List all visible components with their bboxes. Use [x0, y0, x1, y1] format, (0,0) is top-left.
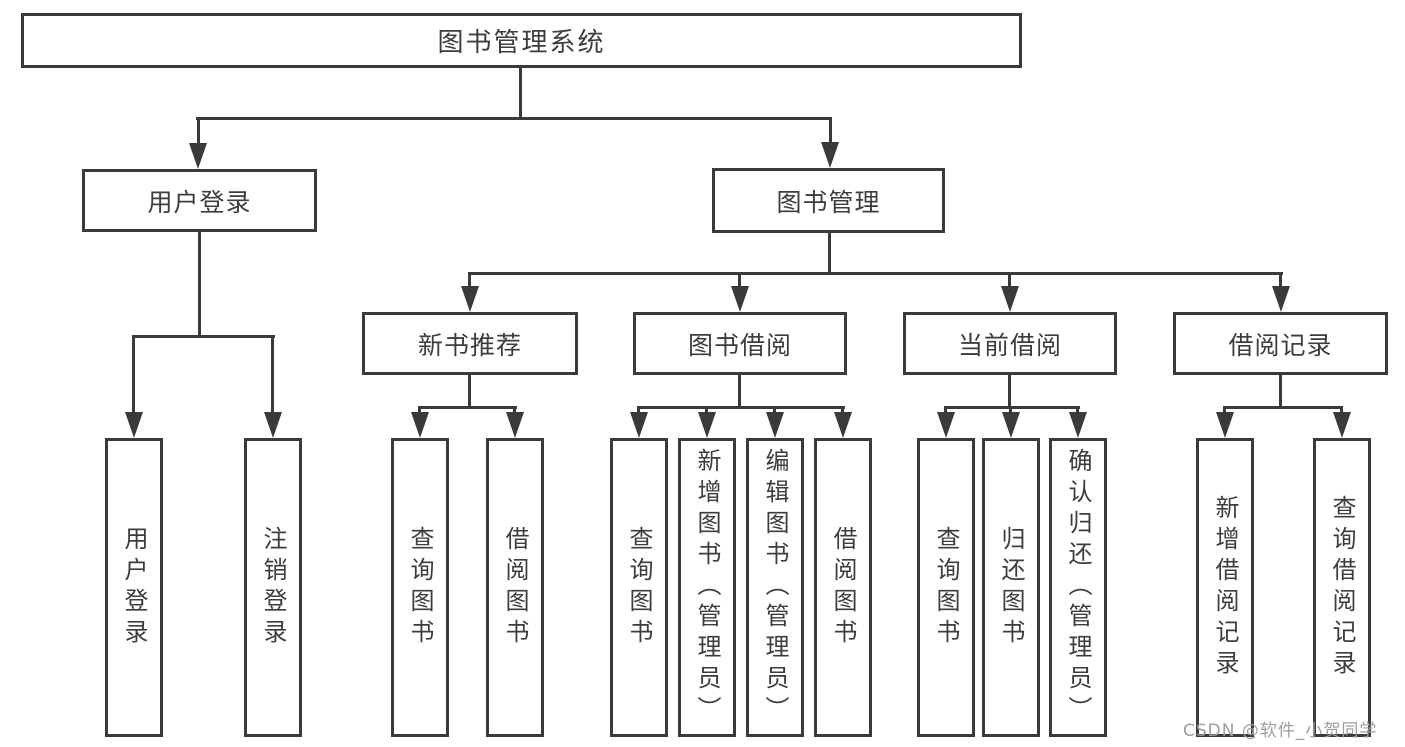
connector-line: [1008, 275, 1011, 288]
arrowhead-down-icon: [766, 412, 784, 438]
arrowhead-down-icon: [189, 143, 207, 169]
arrowhead-down-icon: [411, 412, 429, 438]
node-borrow-books-borrowing: 借阅图书: [814, 438, 872, 737]
arrowhead-down-icon: [125, 412, 143, 438]
node-query-books-borrowing: 查询图书: [610, 438, 668, 737]
node-library-system: 图书管理系统: [21, 13, 1022, 68]
connector-line: [468, 375, 471, 409]
connector-line: [1223, 406, 1343, 409]
arrowhead-down-icon: [698, 412, 716, 438]
node-book-borrowing: 图书借阅: [633, 312, 847, 375]
connector-line: [468, 272, 1283, 275]
connector-line: [1279, 275, 1282, 288]
node-query-borrow-record: 查询借阅记录: [1313, 438, 1371, 737]
node-new-book-recommend: 新书推荐: [362, 312, 578, 375]
arrowhead-down-icon: [937, 412, 955, 438]
arrowhead-down-icon: [264, 412, 282, 438]
arrowhead-down-icon: [731, 286, 749, 312]
arrowhead-down-icon: [461, 286, 479, 312]
connector-line: [132, 338, 135, 414]
connector-line: [196, 117, 832, 120]
node-current-borrowing: 当前借阅: [903, 312, 1117, 375]
arrowhead-down-icon: [1069, 412, 1087, 438]
connector-line: [1008, 375, 1011, 409]
arrowhead-down-icon: [1333, 412, 1351, 438]
connector-line: [418, 406, 517, 409]
connector-line: [829, 117, 832, 146]
node-logout: 注销登录: [244, 438, 302, 737]
connector-line: [738, 275, 741, 288]
connector-line: [132, 335, 275, 338]
arrowhead-down-icon: [1272, 286, 1290, 312]
node-query-books-recommend: 查询图书: [391, 438, 449, 737]
node-book-management: 图书管理: [712, 168, 945, 233]
arrowhead-down-icon: [821, 142, 839, 168]
connector-line: [828, 233, 831, 275]
watermark: CSDN @软件_小贺同学: [1183, 721, 1378, 741]
connector-line: [197, 117, 200, 147]
node-borrow-books-recommend: 借阅图书: [486, 438, 544, 737]
node-login: 用户登录: [105, 438, 163, 737]
connector-line: [1279, 375, 1282, 409]
connector-line: [637, 406, 845, 409]
arrowhead-down-icon: [1002, 412, 1020, 438]
connector-line: [519, 68, 522, 120]
node-query-books-current: 查询图书: [917, 438, 975, 737]
node-add-borrow-record: 新增借阅记录: [1196, 438, 1254, 737]
node-borrowing-records: 借阅记录: [1173, 312, 1388, 375]
arrowhead-down-icon: [834, 412, 852, 438]
arrowhead-down-icon: [1216, 412, 1234, 438]
node-user-login: 用户登录: [82, 169, 317, 232]
node-add-book-admin: 新增图书（管理员）: [678, 438, 736, 737]
arrowhead-down-icon: [506, 412, 524, 438]
node-confirm-return-admin: 确认归还（管理员）: [1049, 438, 1107, 737]
connector-line: [198, 232, 201, 338]
arrowhead-down-icon: [1001, 286, 1019, 312]
connector-line: [738, 375, 741, 409]
node-edit-book-admin: 编辑图书（管理员）: [746, 438, 804, 737]
arrowhead-down-icon: [630, 412, 648, 438]
connector-line: [944, 406, 1080, 409]
node-return-book: 归还图书: [982, 438, 1040, 737]
connector-line: [271, 338, 274, 414]
connector-line: [468, 275, 471, 288]
